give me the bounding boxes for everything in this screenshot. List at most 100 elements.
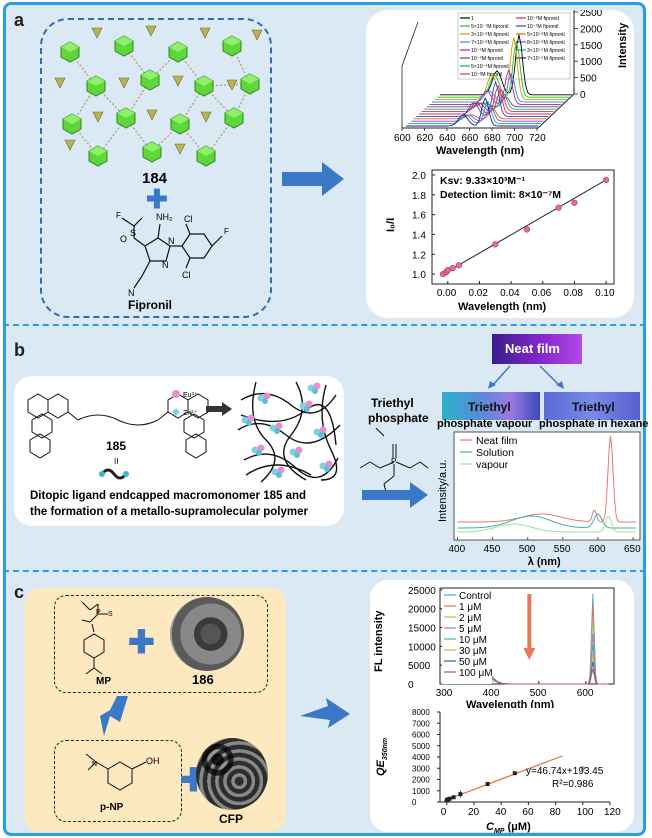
photo-arrows — [488, 365, 564, 389]
mp-p-atom: P — [96, 609, 101, 616]
plus-icon: ✚ — [146, 184, 168, 214]
outlier-point — [580, 766, 585, 771]
data-point — [447, 796, 452, 801]
vapour-photo-label-2: phosphate vapour — [437, 418, 533, 430]
fipronil-nitrile-n-label: N — [128, 288, 135, 298]
fipronil-s-label: S — [130, 228, 136, 238]
framework-node-highlight — [143, 142, 161, 152]
phosphorus-label: P — [391, 457, 396, 466]
mp-label: MP — [96, 676, 111, 687]
framework-linker — [125, 117, 153, 153]
x-axis-label: CMP (μM) — [486, 821, 531, 834]
compound-184-label: 184 — [142, 170, 168, 187]
plot-frame — [431, 169, 615, 285]
hexane-photo — [544, 392, 640, 420]
y-tick-label: 20000 — [408, 605, 436, 616]
arrow-right-c-icon — [300, 698, 350, 728]
y-tick-label: 5000 — [408, 661, 431, 672]
eu-node — [295, 446, 303, 454]
ligand-node — [256, 450, 262, 456]
fipronil-n2-label: N — [162, 260, 169, 270]
spectrum-trace — [408, 100, 541, 125]
x-tick-label: 0.08 — [563, 288, 583, 299]
x-tick-label: 0.02 — [468, 288, 488, 299]
framework-node-highlight — [87, 76, 105, 86]
x-tick-label: 0.06 — [532, 288, 552, 299]
legend-item: 100 μM — [459, 668, 493, 679]
ligand-node — [318, 432, 324, 438]
y-tick-label: 2000 — [412, 776, 430, 785]
y-axis-label: FL intensity — [373, 610, 385, 672]
x-tick-label: 600 — [589, 544, 606, 555]
framework-node-highlight — [63, 114, 81, 124]
legend-item: 5×10⁻⁴M fipronil — [471, 64, 509, 70]
polymer-chain — [240, 392, 337, 414]
framework-linker — [177, 51, 205, 87]
data-point — [492, 241, 499, 248]
legend-item: 3×10⁻⁶M fipronil — [471, 32, 509, 38]
polymer-chain — [320, 384, 338, 481]
legend-box — [457, 12, 571, 80]
ligand-node — [262, 398, 268, 404]
x-tick-label: 0 — [441, 807, 447, 818]
framework-linker — [231, 45, 251, 85]
y-tick-label: 1.8 — [412, 191, 426, 202]
x-tick-label: 680 — [484, 133, 501, 144]
spectrum-trace — [429, 69, 562, 105]
fipronil-cf3-right-label: F — [224, 227, 229, 236]
data-point — [455, 262, 463, 269]
neat-film-photo — [492, 334, 582, 364]
framework-node-highlight — [197, 146, 215, 156]
spectrum-trace — [411, 104, 544, 122]
fipronil-nh2-label: NH₂ — [156, 212, 173, 222]
x-tick-label: 40 — [495, 807, 507, 818]
pnp-structure: N OH p-NP — [85, 753, 160, 813]
fipronil-cl-bottom-label: Cl — [182, 270, 191, 280]
arrow-right-small-icon — [206, 402, 232, 416]
y-tick-label: 0 — [408, 680, 414, 691]
legend-item: Control — [459, 591, 491, 602]
data-point — [555, 204, 562, 211]
y-tick-label: 6000 — [412, 731, 430, 740]
x-tick-label: 500 — [530, 688, 547, 699]
pnp-dashed-box — [54, 740, 182, 822]
x-tick-label: 60 — [522, 807, 534, 818]
ligand-node — [312, 388, 318, 394]
y-tick-label: 500 — [580, 74, 597, 85]
framework-ligand — [172, 75, 184, 87]
ligand-node — [294, 452, 300, 458]
fipronil-label: Fipronil — [128, 298, 172, 312]
panel-label-c: c — [14, 582, 25, 602]
legend-item: 10⁻⁷M fipronil — [527, 24, 558, 30]
polymer-chain — [245, 464, 312, 476]
y-tick-label: 2.0 — [412, 171, 426, 182]
fipronil-cl-top-label: Cl — [184, 214, 193, 224]
cfp-image — [196, 738, 268, 810]
y-tick-label: 8000 — [412, 708, 430, 717]
framework-node-highlight — [225, 108, 243, 118]
x-tick-label: 620 — [417, 133, 434, 144]
spectrum-trace — [421, 88, 554, 113]
ligand-node — [324, 466, 330, 472]
compound-186-label: 186 — [192, 672, 214, 687]
eu-node — [257, 444, 265, 452]
framework-node-highlight — [141, 70, 159, 80]
mp-dashed-box — [54, 595, 268, 693]
x-tick-label: 650 — [624, 544, 641, 555]
framework-ligand — [54, 77, 66, 89]
spectrum-trace — [432, 72, 564, 103]
compound-185-label: 185 — [106, 439, 126, 453]
vapour-trace — [457, 515, 636, 533]
eu-node — [325, 460, 333, 468]
y-tick-label: 2000 — [580, 24, 603, 35]
x-tick-label: 500 — [519, 544, 536, 555]
ligand-node — [246, 420, 252, 426]
legend-item: 10⁻⁵M fipronil — [471, 48, 503, 54]
y-tick-label: 10000 — [408, 642, 436, 653]
equals-label: II — [114, 457, 118, 466]
x-tick-label: 100 — [577, 807, 594, 818]
x-axis-label: Wavelength (nm) — [436, 145, 525, 157]
y-axis-label: Intensity/a.u. — [437, 460, 449, 522]
supramolecular-polymer-network — [237, 381, 341, 483]
